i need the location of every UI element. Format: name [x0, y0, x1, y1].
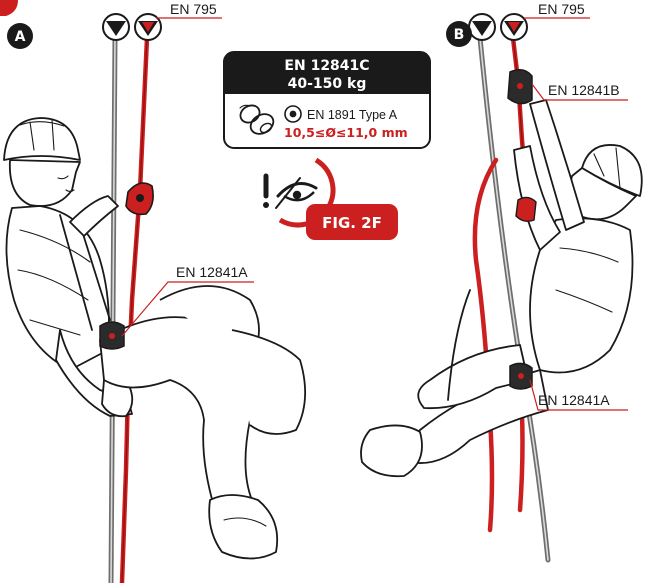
- panel-a-upper-device: [126, 183, 153, 214]
- panel-b-anchor-callout: EN 795: [524, 1, 590, 18]
- panel-a-badge: A: [7, 23, 33, 49]
- panel-a-anchor-label: EN 795: [170, 1, 217, 17]
- svg-text:B: B: [454, 27, 465, 43]
- panel-b-anchor-label: EN 795: [538, 1, 585, 17]
- corner-warning-mark: [0, 0, 18, 16]
- panel-a-anchor-callout: EN 795: [156, 1, 222, 18]
- panel-a-anchor-left: [103, 14, 129, 40]
- panel-b-anchor-right: [501, 14, 527, 40]
- panel-a-grey-rope: [111, 38, 115, 583]
- figure-label: FIG. 2F: [306, 204, 398, 240]
- panel-b-upper-device-callout: EN 12841B: [532, 82, 628, 100]
- panel-b-upper-device: [508, 70, 532, 104]
- panel-b-badge: B: [446, 21, 472, 47]
- spec-standard: EN 12841C: [284, 58, 369, 74]
- panel-b-lower-device-callout: EN 12841A: [530, 380, 628, 410]
- panel-a-helmet: [4, 118, 80, 160]
- panel-a-boot: [209, 495, 277, 559]
- spec-box: EN 12841C 40-150 kg EN 1891 Type A 10,5≤…: [224, 52, 430, 148]
- panel-b-red-rope: [475, 38, 528, 530]
- panel-a-lower-device: [100, 322, 124, 349]
- panel-b-chest-device: [516, 197, 536, 221]
- rope-section-icon: [285, 106, 301, 122]
- spec-load-range: 40-150 kg: [288, 76, 367, 92]
- spec-rope-standard: EN 1891 Type A: [307, 108, 398, 122]
- panel-b-worker: [361, 100, 642, 476]
- panel-b-lower-device: [510, 363, 532, 389]
- panel-b-lower-device-label: EN 12841A: [538, 392, 610, 408]
- svg-text:A: A: [15, 29, 26, 45]
- panel-b-upper-device-label: EN 12841B: [548, 82, 620, 98]
- svg-text:FIG. 2F: FIG. 2F: [322, 214, 382, 232]
- panel-b-anchor-left: [469, 14, 495, 40]
- panel-a-worker: [4, 118, 305, 559]
- spec-diameter: 10,5≤Ø≤11,0 mm: [284, 125, 408, 140]
- panel-b-boot: [361, 425, 422, 476]
- panel-a-device-label: EN 12841A: [176, 264, 248, 280]
